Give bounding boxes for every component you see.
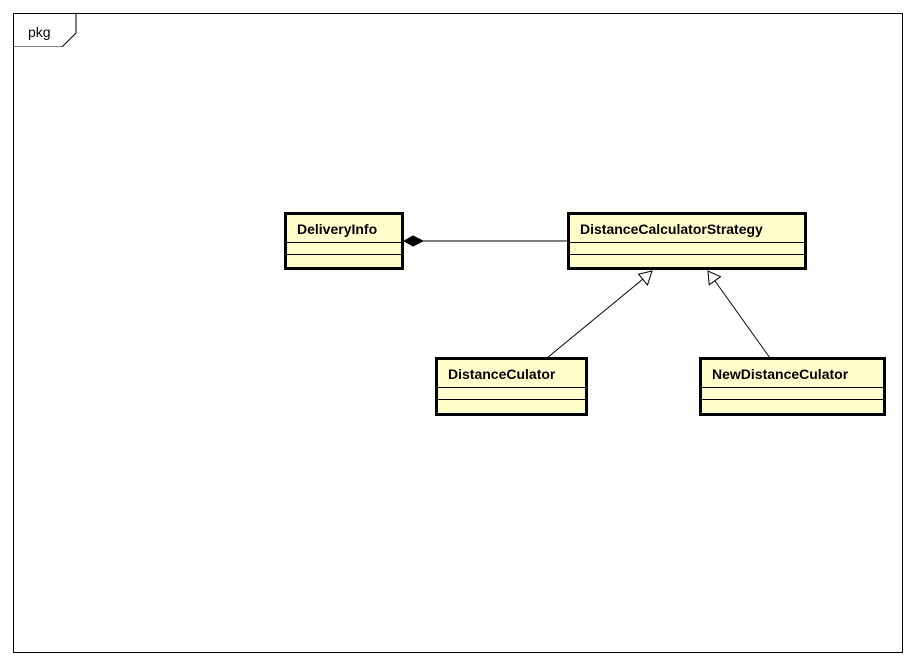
composition-diamond-icon bbox=[402, 235, 425, 247]
class-name: DistanceCalculatorStrategy bbox=[570, 215, 804, 243]
package-frame-tab bbox=[14, 14, 77, 47]
class-name: NewDistanceCulator bbox=[702, 360, 883, 388]
operations-compartment bbox=[438, 400, 585, 412]
class-box-new-distance-culator[interactable]: NewDistanceCulator bbox=[699, 357, 886, 416]
class-box-distance-culator[interactable]: DistanceCulator bbox=[435, 357, 588, 416]
class-name: DistanceCulator bbox=[438, 360, 585, 388]
generalization-arrowhead-icon bbox=[707, 270, 722, 286]
generalization-line-new-distance-culator bbox=[714, 280, 771, 359]
package-frame: pkg bbox=[13, 13, 903, 653]
class-name: DeliveryInfo bbox=[287, 215, 401, 243]
operations-compartment bbox=[570, 255, 804, 267]
class-box-distance-calculator-strategy[interactable]: DistanceCalculatorStrategy bbox=[567, 212, 807, 270]
class-box-delivery-info[interactable]: DeliveryInfo bbox=[284, 212, 404, 270]
attributes-compartment bbox=[287, 243, 401, 255]
operations-compartment bbox=[702, 400, 883, 412]
generalization-line-distance-culator bbox=[546, 278, 644, 359]
package-frame-label: pkg bbox=[28, 24, 51, 40]
attributes-compartment bbox=[570, 243, 804, 255]
attributes-compartment bbox=[438, 388, 585, 400]
attributes-compartment bbox=[702, 388, 883, 400]
operations-compartment bbox=[287, 255, 401, 267]
generalization-arrowhead-icon bbox=[637, 270, 653, 287]
